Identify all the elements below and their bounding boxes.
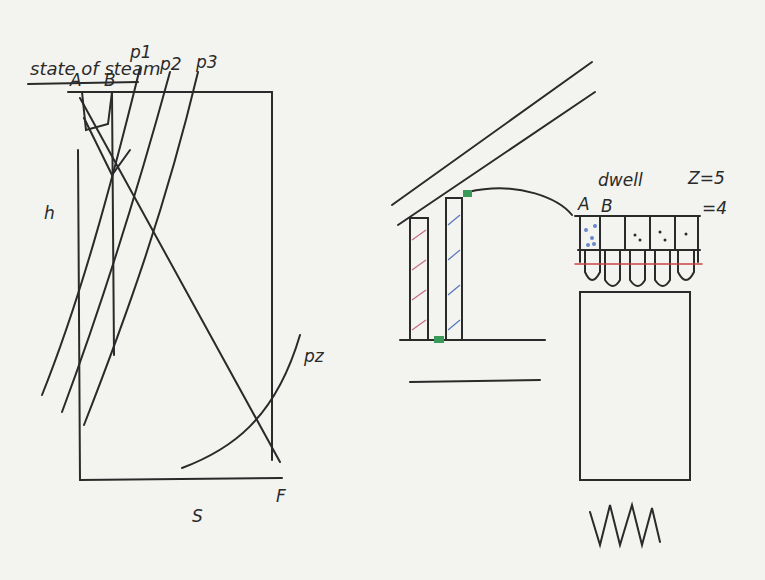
green-dot	[434, 190, 472, 343]
bucket-wall	[624, 216, 626, 250]
h-axis	[78, 150, 80, 480]
pressure-label: p3	[196, 54, 218, 71]
annotation: =4	[702, 200, 727, 217]
stage-drop	[112, 92, 114, 355]
blade-hatch	[412, 230, 426, 330]
title: state of steam	[30, 60, 160, 78]
pressure-label: p1	[130, 44, 152, 61]
pressure-label: p2	[160, 56, 182, 73]
point-label: F	[276, 488, 286, 505]
inlet-line	[68, 91, 272, 93]
right-line	[271, 92, 273, 460]
annotation: dwell	[598, 172, 643, 189]
pressure-label: pz	[304, 348, 324, 365]
annotation: Z=5	[688, 170, 725, 187]
blade	[410, 218, 428, 340]
bucket-top	[575, 215, 700, 217]
s-axis	[80, 478, 282, 480]
red-mark	[575, 263, 702, 265]
point-label: B	[601, 198, 613, 215]
bucket-wall	[599, 216, 601, 250]
p2-curve	[62, 72, 170, 412]
nozzle-profile	[585, 250, 694, 286]
wheel-body	[580, 292, 690, 480]
point-label: A	[70, 72, 82, 89]
ground-line	[410, 380, 540, 382]
title-underline	[28, 82, 138, 84]
stage-step	[84, 118, 130, 175]
bucket-bottom	[578, 249, 700, 251]
zigzag	[590, 505, 660, 545]
bucket-wall	[649, 216, 651, 250]
expansion-line	[80, 98, 280, 462]
blade-hatch	[448, 215, 460, 330]
point-label: A	[578, 196, 590, 213]
bucket-wall	[579, 216, 581, 262]
point-label: B	[104, 72, 116, 89]
base-line	[400, 339, 545, 341]
bucket-wall	[674, 216, 676, 250]
axis-label: S	[192, 508, 203, 525]
leader-line	[468, 188, 572, 215]
casing-line	[398, 92, 595, 225]
steam-dots	[634, 231, 688, 242]
blade	[446, 198, 462, 340]
bucket-wall	[697, 216, 699, 262]
axis-label: h	[44, 205, 55, 222]
casing-line	[392, 62, 592, 205]
steam-dots	[584, 224, 597, 247]
pz-curve	[182, 335, 300, 468]
